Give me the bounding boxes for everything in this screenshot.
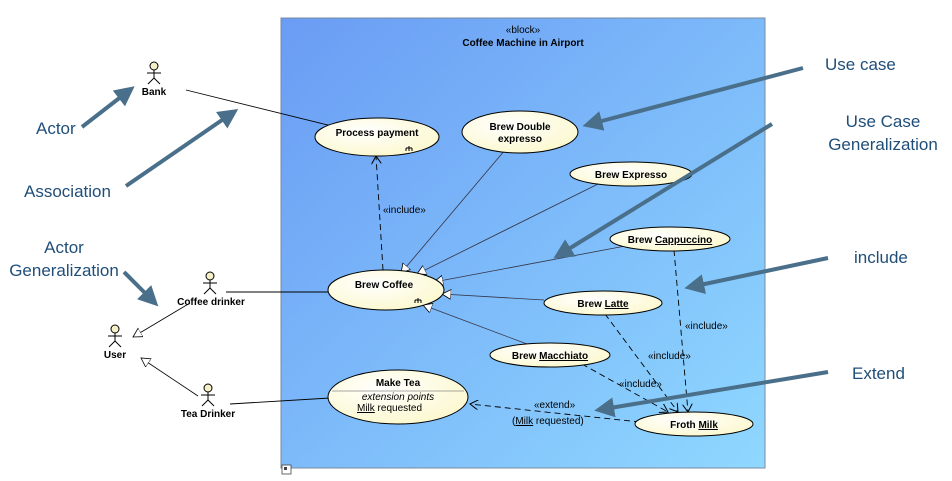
callout-association: Association (24, 182, 111, 201)
usecase-make-tea[interactable]: Make Tea extension points Milk requested (327, 369, 469, 425)
generalization-latte[interactable] (442, 294, 545, 301)
extension-point-milk: Milk requested (357, 403, 422, 414)
include-label-payment: «include» (383, 205, 426, 216)
arrow-use-case (582, 66, 804, 131)
usecase-label: Brew Macchiato (512, 351, 588, 362)
association-tea-drinker[interactable] (229, 397, 331, 405)
extend-froth-tea[interactable] (470, 404, 641, 423)
callout-actor: Actor (36, 119, 76, 138)
rake-icon (414, 298, 422, 303)
usecase-label: Brew Cappuccino (628, 235, 712, 246)
callout-extend: Extend (852, 364, 905, 383)
usecase-froth-milk[interactable]: Froth Milk (634, 411, 754, 437)
actor-head (110, 324, 120, 334)
arrow-actor-generalization (122, 270, 159, 307)
block-corner-icon (281, 464, 292, 475)
relations (133, 89, 688, 423)
include-label-macchiato: «include» (619, 379, 662, 390)
generalization-double[interactable] (401, 149, 506, 273)
actor-head (203, 383, 213, 393)
usecase-label: Process payment (336, 128, 419, 139)
callout-use-case: Use case (825, 55, 896, 74)
generalization-cappuccino[interactable] (434, 243, 637, 282)
block-stereotype: «block» (506, 25, 541, 36)
usecase-process-payment[interactable]: Process payment (314, 117, 440, 157)
actor-generalization-tea[interactable] (141, 358, 199, 397)
include-cappuccino-froth[interactable] (673, 249, 688, 412)
extend-label: «extend» (534, 400, 576, 411)
usecase-brew-macchiato[interactable]: Brew Macchiato (489, 342, 611, 368)
callout-include: include (854, 248, 908, 267)
include-label-cappuccino: «include» (685, 321, 728, 332)
association-bank-payment[interactable] (185, 89, 349, 131)
actor-bank-label: Bank (142, 87, 167, 98)
actor-coffee-drinker-label: Coffee drinker (177, 297, 245, 308)
callout-use-case-generalization-line2: Generalization (828, 135, 938, 154)
usecase-label: Brew Coffee (355, 280, 414, 291)
generalization-macchiato[interactable] (423, 305, 528, 345)
arrow-association (124, 108, 239, 188)
callout-use-case-generalization-line1: Use Case (846, 112, 921, 131)
actor-tea-drinker[interactable] (201, 383, 215, 407)
callout-actor-generalization-line1: Actor (44, 238, 84, 257)
rake-icon (405, 146, 413, 151)
generalization-expresso[interactable] (417, 183, 599, 274)
actor-generalization-coffee[interactable] (133, 302, 191, 337)
include-latte-froth[interactable] (604, 313, 678, 412)
usecase-label: Make Tea (376, 378, 421, 389)
arrow-use-case-generalization (553, 122, 774, 259)
usecase-label: Froth Milk (670, 420, 718, 431)
usecase-brew-coffee[interactable]: Brew Coffee (327, 269, 445, 311)
callout-arrows (80, 66, 829, 418)
usecase-brew-cappuccino[interactable]: Brew Cappuccino (609, 226, 731, 252)
actor-coffee-drinker[interactable] (203, 271, 217, 295)
arrow-extend (594, 370, 829, 418)
usecase-label: Brew Latte (577, 299, 629, 310)
usecase-label: Brew Expresso (595, 170, 667, 181)
usecase-label-line1: Brew Double (489, 122, 551, 133)
usecase-label-line2: expresso (498, 134, 542, 145)
include-label-latte: «include» (648, 351, 691, 362)
extension-points-label: extension points (362, 392, 434, 403)
arrow-include (684, 256, 829, 294)
actor-head (149, 61, 159, 71)
include-macchiato-froth[interactable] (581, 363, 668, 412)
extend-condition: (Milk requested) (512, 416, 584, 427)
arrow-actor (80, 86, 135, 129)
actor-head (205, 271, 215, 281)
block-title: Coffee Machine in Airport (462, 38, 584, 49)
usecase-brew-double-expresso[interactable]: Brew Double expresso (461, 110, 579, 154)
include-brew-payment[interactable] (376, 156, 384, 271)
usecase-brew-latte[interactable]: Brew Latte (543, 290, 663, 316)
actor-user[interactable] (108, 324, 122, 348)
actor-bank[interactable] (147, 61, 161, 85)
actor-tea-drinker-label: Tea Drinker (181, 409, 235, 420)
callout-actor-generalization-line2: Generalization (9, 261, 119, 280)
actor-user-label: User (104, 350, 126, 361)
